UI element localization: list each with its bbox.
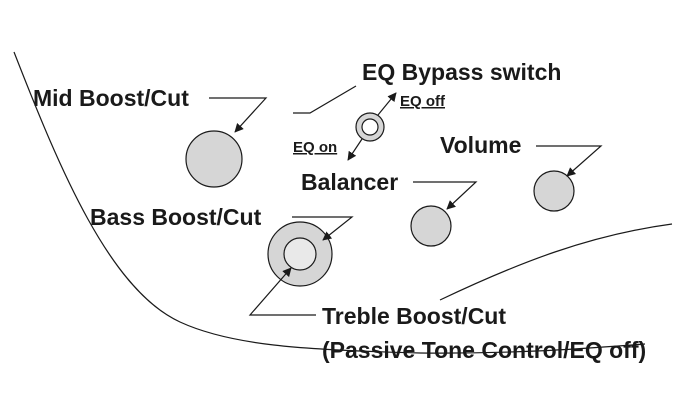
eq-bypass-label: EQ Bypass switch <box>362 59 561 85</box>
bass-leader <box>292 216 354 241</box>
balancer-knob <box>410 205 452 247</box>
mid-leader <box>209 97 268 133</box>
eq-bypass-leader <box>293 85 357 114</box>
bass-label: Bass Boost/Cut <box>90 204 262 230</box>
treble-leader <box>248 267 316 316</box>
mid-knob <box>185 130 243 188</box>
balancer-leader <box>413 181 478 210</box>
treble-label: Treble Boost/Cut <box>322 303 506 329</box>
volume-knob <box>533 170 575 212</box>
eq-on-label: EQ on <box>293 139 337 156</box>
mid-label: Mid Boost/Cut <box>33 85 189 111</box>
balancer-label: Balancer <box>301 169 398 195</box>
body-outline-left <box>13 51 646 354</box>
volume-leader <box>536 145 603 177</box>
body-outline-right <box>439 223 673 301</box>
treble-note-label: (Passive Tone Control/EQ off) <box>322 337 646 363</box>
eq-on-arrow <box>347 138 363 161</box>
eq-off-label: EQ off <box>400 93 446 110</box>
treble-knob <box>283 237 317 271</box>
volume-label: Volume <box>440 132 521 158</box>
eq-bypass-switch-inner <box>361 118 379 136</box>
eq-off-arrow <box>377 92 397 116</box>
